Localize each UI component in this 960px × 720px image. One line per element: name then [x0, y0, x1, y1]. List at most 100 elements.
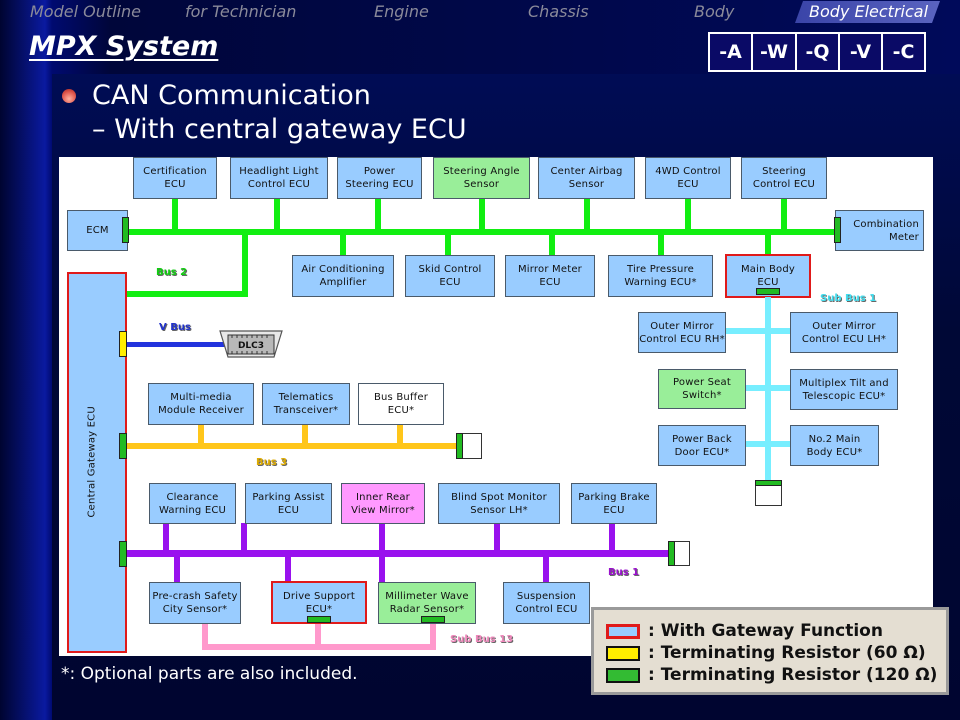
node-power-back-door-ecu[interactable]: Power Back Door ECU* [658, 425, 746, 466]
node-multimedia-module-receiver[interactable]: Multi-media Module Receiver [148, 383, 254, 425]
model-button-v[interactable]: -V [840, 34, 881, 70]
nav-body-electrical[interactable]: Body Electrical [795, 1, 940, 23]
model-button-q[interactable]: -Q [797, 34, 838, 70]
node-steering-angle-sensor[interactable]: Steering Angle Sensor [433, 157, 530, 199]
sub-bus13-stub [315, 624, 321, 650]
sub-bus13-stub [202, 624, 208, 650]
sub-bus1-stub [724, 385, 791, 391]
legend-label: : With Gateway Function [648, 621, 883, 641]
node-ecm[interactable]: ECM [67, 210, 128, 251]
sub-bus1-stub [724, 328, 791, 334]
terminator-120-icon [122, 217, 129, 243]
node-parking-brake-ecu[interactable]: Parking Brake ECU [571, 483, 657, 524]
node-skid-control-ecu[interactable]: Skid Control ECU [405, 255, 495, 297]
legend-item-term60: : Terminating Resistor (60 Ω) [606, 643, 926, 663]
bus2-stub [781, 199, 787, 231]
bus1-stub [163, 523, 169, 552]
node-combination-meter[interactable]: Combination Meter [835, 210, 924, 251]
bus1-stub [494, 523, 500, 552]
section-subheading: – With central gateway ECU [92, 114, 467, 145]
bus1-stub [379, 523, 385, 552]
sub-bus13-label: Sub Bus 13 [450, 634, 514, 645]
legend: : With Gateway Function : Terminating Re… [591, 607, 949, 695]
node-parking-assist-ecu[interactable]: Parking Assist ECU [245, 483, 332, 524]
model-button-a[interactable]: -A [710, 34, 751, 70]
terminator-120-icon [421, 616, 445, 623]
gateway-swatch-icon [606, 623, 640, 639]
terminator-120-icon [834, 217, 841, 243]
node-outer-mirror-control-ecu-lh[interactable]: Outer Mirror Control ECU LH* [790, 312, 898, 353]
bus1-stub [379, 555, 385, 582]
node-multiplex-tilt-telescopic-ecu[interactable]: Multiplex Tilt and Telescopic ECU* [790, 369, 898, 410]
node-central-gateway-ecu[interactable]: Central Gateway ECU [67, 272, 127, 653]
model-button-w[interactable]: -W [753, 34, 795, 70]
terminator-120-icon [756, 288, 780, 295]
nav-for-technician[interactable]: for Technician [185, 2, 297, 21]
terminator-120-icon [119, 433, 127, 459]
bus2-label: Bus 2 [156, 267, 188, 278]
dlc3-connector-icon[interactable]: DLC3 [216, 327, 286, 361]
node-telematics-transceiver[interactable]: Telematics Transceiver* [262, 383, 350, 425]
bus2-stub [479, 199, 485, 231]
term60-swatch-icon [606, 645, 640, 661]
node-certification-ecu[interactable]: Certification ECU [133, 157, 217, 199]
model-button-c[interactable]: -C [883, 34, 924, 70]
bus1-label: Bus 1 [608, 567, 640, 578]
central-gateway-label: Central Gateway ECU [86, 406, 98, 518]
bus2-gateway-link [242, 229, 248, 297]
node-bus-buffer-ecu[interactable]: Bus Buffer ECU* [358, 383, 444, 425]
bus3-stub [198, 425, 204, 445]
dlc3-label: DLC3 [238, 341, 264, 351]
bus1-stub [543, 555, 549, 583]
bus3-label: Bus 3 [256, 457, 288, 468]
page-title: MPX System [29, 31, 219, 62]
terminator-120-icon [668, 541, 675, 566]
vbus-line [127, 342, 227, 347]
node-outer-mirror-control-ecu-rh[interactable]: Outer Mirror Control ECU RH* [638, 312, 726, 353]
node-inner-rear-view-mirror[interactable]: Inner Rear View Mirror* [341, 483, 425, 524]
node-power-steering-ecu[interactable]: Power Steering ECU [337, 157, 422, 199]
bus2-stub [549, 233, 555, 255]
node-air-conditioning-amplifier[interactable]: Air Conditioning Amplifier [292, 255, 394, 297]
node-steering-control-ecu[interactable]: Steering Control ECU [741, 157, 827, 199]
terminator-120-icon [755, 480, 782, 486]
sub-bus13-stub [430, 624, 436, 650]
bus2-stub [375, 199, 381, 231]
bus2-stub [340, 233, 346, 255]
bus1-stub [609, 523, 615, 552]
nav-chassis[interactable]: Chassis [528, 2, 589, 21]
bus2-stub [685, 199, 691, 231]
node-tire-pressure-warning-ecu[interactable]: Tire Pressure Warning ECU* [608, 255, 713, 297]
footnote: *: Optional parts are also included. [61, 664, 358, 684]
node-power-seat-switch[interactable]: Power Seat Switch* [658, 369, 746, 409]
nav-engine[interactable]: Engine [374, 2, 429, 21]
nav-body[interactable]: Body [694, 2, 735, 21]
bus2-stub [658, 233, 664, 255]
node-mirror-meter-ecu[interactable]: Mirror Meter ECU [505, 255, 595, 297]
node-clearance-warning-ecu[interactable]: Clearance Warning ECU [149, 483, 236, 524]
legend-item-gateway: : With Gateway Function [606, 621, 883, 641]
node-blind-spot-monitor-sensor-lh[interactable]: Blind Spot Monitor Sensor LH* [438, 483, 560, 524]
term120-swatch-icon [606, 667, 640, 683]
node-headlight-light-control-ecu[interactable]: Headlight Light Control ECU [230, 157, 328, 199]
legend-label: : Terminating Resistor (120 Ω) [648, 665, 938, 685]
bus1-stub [285, 555, 291, 581]
node-center-airbag-sensor[interactable]: Center Airbag Sensor [538, 157, 635, 199]
node-pre-crash-safety-city-sensor[interactable]: Pre-crash Safety City Sensor* [149, 582, 241, 624]
terminator-60-icon [119, 331, 127, 357]
bus1-stub [174, 555, 180, 583]
bus2-stub [765, 233, 771, 255]
sub-bus1-label: Sub Bus 1 [820, 293, 877, 304]
terminator-120-icon [119, 541, 127, 567]
bus2-line [127, 229, 836, 235]
bus2-stub [445, 233, 451, 255]
bus2-stub [584, 199, 590, 231]
nav-model-outline[interactable]: Model Outline [30, 2, 142, 21]
node-4wd-control-ecu[interactable]: 4WD Control ECU [645, 157, 731, 199]
node-no2-main-body-ecu[interactable]: No.2 Main Body ECU* [790, 425, 879, 466]
bus2-gateway-link [127, 291, 248, 297]
terminator-120-icon [456, 433, 463, 459]
node-suspension-control-ecu[interactable]: Suspension Control ECU [503, 582, 590, 624]
top-nav: Model Outline for Technician Engine Chas… [0, 0, 960, 26]
bus2-stub [172, 199, 178, 231]
